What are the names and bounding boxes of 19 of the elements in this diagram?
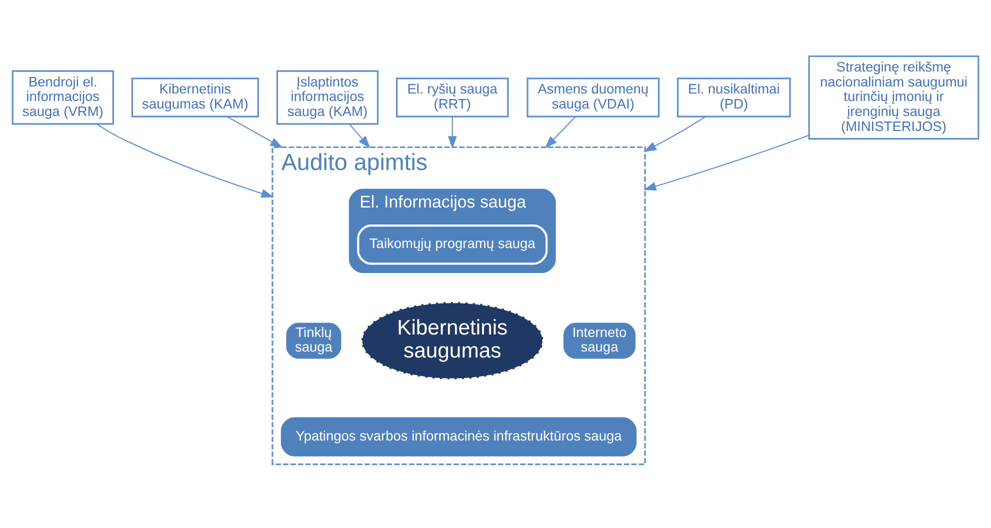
node-box: Ypatingos svarbos informacinės infrastruktūros sauga	[280, 416, 637, 456]
node-box: Kibernetinis saugumas (KAM)	[131, 77, 259, 117]
arrow	[96, 123, 274, 198]
node-box: El. nusikaltimai (PD)	[677, 77, 791, 117]
node-box: Bendroji el. informacijos sauga (VRM)	[12, 70, 114, 124]
node-box: El. ryšių sauga (RRT)	[396, 77, 509, 117]
node-box: Tinklų sauga	[284, 320, 344, 360]
node-ellipse: Kibernetinis saugumas	[360, 300, 544, 380]
arrow	[349, 123, 370, 148]
node-box: Taikomųjų programų sauga	[357, 224, 548, 264]
arrow	[643, 134, 809, 190]
arrow	[644, 116, 706, 152]
arrow	[544, 116, 576, 148]
node-box: Strateginę reikšmę nacionaliniam saugumui turinčių įmonių ir įrenginių sauga (MINISTERIJOS)	[808, 54, 980, 140]
arrow	[448, 116, 457, 148]
node-box: Asmens duomenų sauga (VDAI)	[526, 77, 660, 117]
arrow	[226, 116, 283, 148]
node-box: Interneto sauga	[561, 320, 638, 360]
node-box: Įslaptintos informacijos sauga (KAM)	[276, 70, 379, 124]
